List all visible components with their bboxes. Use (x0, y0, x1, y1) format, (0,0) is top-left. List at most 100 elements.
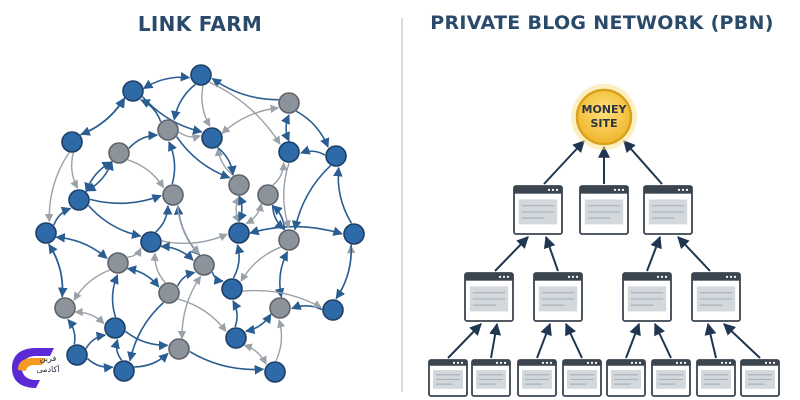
blog-page-icon (651, 359, 691, 397)
link-farm-edge (177, 275, 202, 340)
link-farm-edge (335, 244, 353, 300)
link-farm-title: LINK FARM (137, 12, 263, 36)
link-farm-edge (80, 97, 125, 136)
blog-page-icon (691, 272, 741, 322)
link-farm-edge (127, 247, 142, 258)
link-farm-edge (155, 204, 173, 233)
link-farm-edge (74, 307, 105, 325)
link-farm-edge (244, 313, 272, 335)
pbn-arrow (723, 323, 761, 359)
pbn-arrow (447, 323, 482, 359)
link-farm-edge (275, 319, 286, 362)
link-farm-edge (211, 271, 224, 285)
link-farm-edge (274, 251, 289, 299)
link-farm-edge (209, 81, 281, 145)
link-farm-edge (333, 166, 353, 224)
link-farm-edge (300, 145, 326, 156)
link-farm-edge (125, 330, 169, 351)
link-farm-edge (281, 114, 290, 142)
link-farm-node-blue (190, 64, 212, 86)
link-farm-edge (134, 352, 169, 368)
link-farm-edge (176, 205, 200, 255)
link-farm-edge (127, 301, 165, 362)
link-farm-edge (89, 194, 162, 205)
link-farm-node-gray (278, 92, 300, 114)
blog-page-icon (696, 359, 736, 397)
link-farm-node-gray (168, 338, 190, 360)
link-farm-edge (272, 161, 288, 186)
link-farm-node-gray (108, 142, 130, 164)
pbn-arrow (565, 322, 583, 359)
blog-page-icon (464, 272, 514, 322)
link-farm-edge (48, 243, 68, 298)
link-farm-node-gray (107, 252, 129, 274)
link-farm-edge (67, 318, 78, 345)
link-farm-node-blue (201, 127, 223, 149)
link-farm-edge (232, 196, 240, 223)
pbn-pages (428, 185, 780, 397)
link-farm-node-blue (68, 189, 90, 211)
money-site-label-1: MONEY (582, 103, 628, 116)
link-farm-edge (141, 96, 203, 135)
link-farm-node-gray (228, 174, 250, 196)
pbn-title: PRIVATE BLOG NETWORK (PBN) (430, 12, 774, 34)
blog-page-icon (643, 185, 693, 235)
money-site-label-2: SITE (590, 117, 617, 130)
link-farm-node-blue (221, 278, 243, 300)
pbn-arrow (543, 140, 585, 185)
link-farm-edge (217, 146, 237, 176)
link-farm-node-blue (61, 131, 83, 153)
pbn-arrow (654, 322, 672, 359)
link-farm-node-blue (264, 361, 286, 383)
link-farm-node-gray (158, 282, 180, 304)
pbn-arrow (623, 140, 663, 185)
blog-page-icon (517, 359, 557, 397)
link-farm-edge (177, 298, 227, 332)
link-farm-edge (232, 243, 245, 279)
blog-page-icon (579, 185, 629, 235)
link-farm-edge (271, 204, 285, 230)
brand-name-line-1: فرین (39, 354, 57, 363)
pbn-edges (447, 140, 761, 359)
link-farm-node-gray (193, 254, 215, 276)
link-farm-edge (291, 300, 323, 311)
brand-logo: فرین آکادمی (6, 340, 68, 396)
pbn-arrow (489, 322, 502, 359)
link-farm-edge (173, 205, 201, 256)
link-farm-edge (126, 265, 160, 288)
blog-page-icon (428, 359, 468, 397)
link-farm-edge (85, 160, 114, 192)
blog-page-icon (533, 272, 583, 322)
link-farm-edge (232, 300, 242, 328)
link-farm-edge (53, 206, 72, 226)
link-farm-edge (140, 99, 162, 123)
money-site-circle (575, 88, 633, 146)
link-farm-node-blue (325, 145, 347, 167)
link-farm-edge (44, 152, 70, 223)
link-farm-edge (110, 338, 123, 361)
pbn-arrow (543, 235, 559, 272)
link-farm-edge (238, 195, 247, 222)
link-farm-nodes (35, 64, 365, 383)
link-farm-node-gray (269, 297, 291, 319)
link-farm-node-blue (104, 317, 126, 339)
link-farm-edges (44, 71, 356, 375)
link-farm-edge (245, 202, 264, 225)
link-farm-edge (73, 269, 110, 301)
link-farm-node-gray (278, 229, 300, 251)
link-farm-edge (178, 131, 202, 142)
link-farm-edge (242, 289, 323, 309)
blog-page-icon (471, 359, 511, 397)
link-farm-node-blue (140, 231, 162, 253)
link-farm-edge (109, 274, 119, 318)
link-farm-edge (189, 350, 265, 375)
link-farm-node-blue (113, 360, 135, 382)
link-farm-edge (291, 165, 332, 231)
link-farm-node-gray (54, 297, 76, 319)
link-farm-edge (55, 233, 108, 260)
pbn-arrow (536, 322, 552, 359)
pbn-arrow (704, 322, 717, 359)
link-farm-edge (221, 104, 279, 134)
